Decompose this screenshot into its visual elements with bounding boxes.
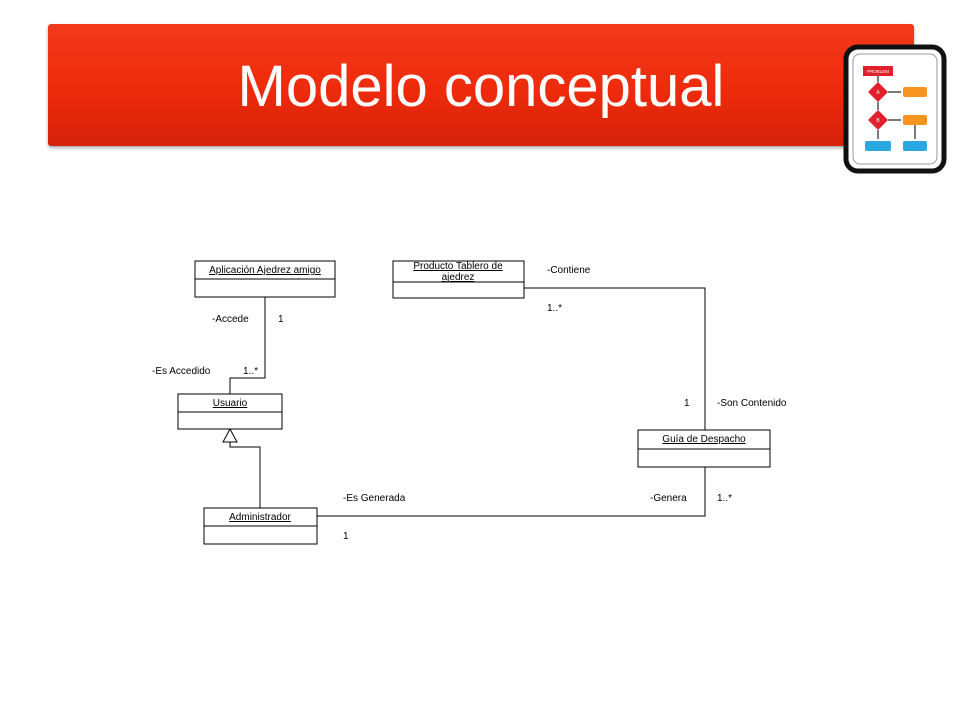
class-administrador: Administrador (203, 507, 318, 545)
mult-contiene: 1..* (547, 303, 562, 314)
class-usuario: Usuario (177, 393, 283, 430)
title-bar (48, 24, 914, 146)
process-b (903, 115, 927, 125)
process-a (903, 87, 927, 97)
class-aplicacion-name: Aplicación Ajedrez amigo (209, 265, 321, 276)
class-guia-name: Guía de Despacho (662, 434, 746, 445)
class-producto-name-line1: Producto Tablero de (413, 261, 503, 272)
terminal-b (903, 141, 927, 151)
class-producto-name-line2: ajedrez (442, 272, 475, 283)
mult-son-contenido: 1 (684, 398, 690, 409)
line-contiene (524, 287, 706, 430)
mult-accede: 1 (278, 314, 284, 325)
association-lines (229, 287, 706, 517)
role-contiene: -Contiene (547, 265, 591, 276)
class-aplicacion: Aplicación Ajedrez amigo (194, 260, 336, 298)
generalization-arrow (222, 427, 238, 443)
role-accede: -Accede (212, 314, 249, 325)
decision-a (868, 82, 888, 102)
role-es-accedido: -Es Accedido (152, 366, 211, 377)
mult-es-generada: 1 (343, 531, 349, 542)
decision-b-label: B (876, 118, 880, 124)
role-genera: -Genera (650, 493, 687, 504)
decision-b (868, 110, 888, 130)
line-genera (317, 467, 706, 517)
terminal-a (865, 141, 891, 151)
class-usuario-name: Usuario (213, 398, 248, 409)
flowchart-icon: PROBLEM A B (843, 44, 947, 174)
class-guia: Guía de Despacho (637, 429, 771, 468)
role-es-generada: -Es Generada (343, 493, 406, 504)
role-son-contenido: -Son Contenido (717, 398, 787, 409)
decision-a-label: A (876, 90, 880, 96)
mult-genera: 1..* (717, 493, 732, 504)
problem-box (863, 66, 893, 76)
line-accede (229, 297, 266, 394)
class-administrador-name: Administrador (229, 512, 291, 523)
problem-label: PROBLEM (867, 69, 889, 74)
slide-title: Modelo conceptual (237, 54, 725, 119)
line-generalization (229, 442, 261, 508)
class-producto: Producto Tablero de ajedrez (392, 260, 525, 299)
mult-es-accedido: 1..* (243, 366, 258, 377)
